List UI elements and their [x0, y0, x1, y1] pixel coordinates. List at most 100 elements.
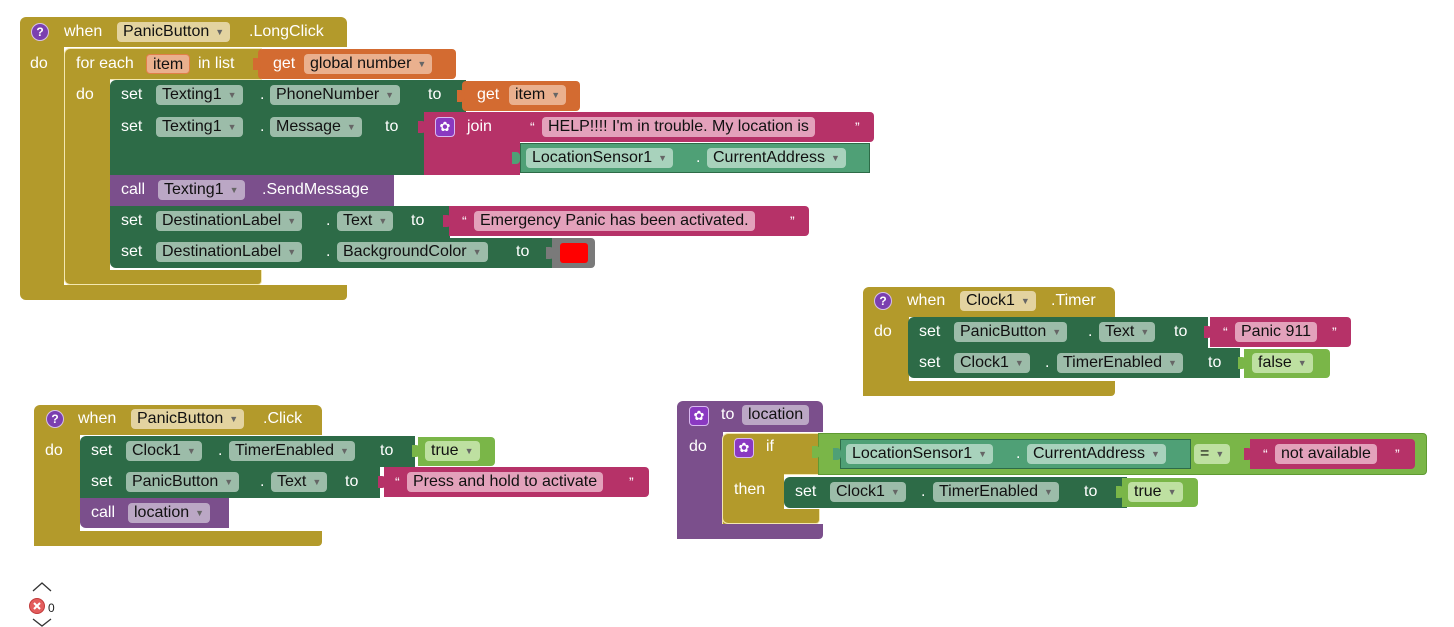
dropdown-arrow-icon: ▼ — [186, 446, 196, 456]
text-notch — [378, 476, 386, 488]
set-label: set — [121, 243, 143, 260]
property-dropdown[interactable]: Text▼ — [337, 211, 394, 231]
event-body-left — [20, 46, 64, 292]
get-global-notch — [253, 58, 261, 70]
if-footer — [722, 509, 820, 524]
text-content: Press and hold to activate — [413, 473, 598, 490]
dropdown-arrow-icon: ▼ — [340, 446, 349, 456]
property-name: TimerEnabled — [1063, 354, 1163, 371]
component-dropdown[interactable]: Clock1▼ — [960, 291, 1036, 311]
event-name: .Timer — [1051, 292, 1096, 309]
component-dropdown[interactable]: DestinationLabel▼ — [156, 242, 303, 262]
chevron-down-icon[interactable] — [31, 618, 53, 627]
component-dropdown[interactable]: LocationSensor1▼ — [526, 148, 674, 168]
color-swatch[interactable] — [560, 243, 588, 263]
dropdown-arrow-icon: ▼ — [1014, 358, 1024, 368]
open-quote: “ — [1223, 324, 1228, 340]
component-dropdown[interactable]: Clock1▼ — [126, 441, 202, 461]
help-icon[interactable]: ? — [46, 410, 64, 428]
gear-icon[interactable]: ✿ — [734, 438, 754, 458]
text-value[interactable]: not available — [1275, 444, 1377, 464]
close-quote: ” — [1395, 446, 1400, 462]
boolean-dropdown[interactable]: false▼ — [1252, 353, 1313, 373]
component-dropdown[interactable]: LocationSensor1▼ — [846, 444, 994, 464]
component-dropdown[interactable]: Clock1 ▼ — [954, 353, 1030, 373]
loop-variable-name: item — [153, 56, 184, 73]
loop-variable[interactable]: item — [146, 54, 191, 74]
global-var-dropdown[interactable]: global number▼ — [304, 54, 433, 74]
set-label: set — [91, 473, 113, 490]
boolean-dropdown[interactable]: true▼ — [1128, 482, 1183, 502]
dropdown-arrow-icon: ▼ — [417, 59, 427, 69]
item-dropdown[interactable]: item▼ — [509, 85, 567, 105]
component-dropdown[interactable]: Texting1▼ — [156, 117, 243, 137]
close-quote: ” — [855, 119, 860, 135]
component-dropdown[interactable]: DestinationLabel▼ — [156, 211, 303, 231]
procedure-name-field[interactable]: location — [742, 405, 810, 425]
boolean-value: true — [431, 442, 459, 459]
dropdown-arrow-icon: ▼ — [1215, 449, 1225, 459]
dot-label: . — [1045, 354, 1050, 371]
component-dropdown[interactable]: PanicButton▼ — [126, 472, 240, 492]
component-dropdown[interactable]: Texting1▼ — [156, 85, 243, 105]
property-dropdown[interactable]: CurrentAddress▼ — [1027, 444, 1166, 464]
text-value[interactable]: Emergency Panic has been activated. — [474, 211, 755, 231]
property-dropdown[interactable]: TimerEnabled▼ — [1057, 353, 1183, 373]
boolean-value: true — [1134, 483, 1162, 500]
text-content: Emergency Panic has been activated. — [480, 212, 749, 229]
text-value[interactable]: HELP!!!! I'm in trouble. My location is — [542, 117, 815, 137]
gear-icon[interactable]: ✿ — [689, 406, 709, 426]
property-dropdown[interactable]: PhoneNumber▼ — [270, 85, 401, 105]
component-name: DestinationLabel — [162, 212, 282, 229]
property-name: Text — [277, 473, 307, 490]
to-label: to — [411, 212, 425, 229]
dropdown-arrow-icon: ▼ — [978, 449, 988, 459]
property-name: BackgroundColor — [343, 243, 467, 260]
property-dropdown[interactable]: CurrentAddress▼ — [707, 148, 846, 168]
component-name: LocationSensor1 — [532, 149, 653, 166]
text-notch — [1204, 326, 1212, 338]
property-dropdown[interactable]: Text▼ — [271, 472, 328, 492]
component-name: Clock1 — [960, 354, 1009, 371]
property-dropdown[interactable]: Message▼ — [270, 117, 362, 137]
boolean-notch — [1116, 486, 1124, 498]
property-dropdown[interactable]: TimerEnabled▼ — [229, 441, 355, 461]
procedure-name: location — [748, 406, 804, 423]
property-name: TimerEnabled — [939, 483, 1039, 500]
close-quote: ” — [1332, 324, 1337, 340]
gear-icon[interactable]: ✿ — [435, 117, 455, 137]
component-dropdown[interactable]: PanicButton▼ — [954, 322, 1068, 342]
property-name: Text — [343, 212, 373, 229]
operator-dropdown[interactable]: =▼ — [1194, 444, 1231, 464]
component-dropdown[interactable]: PanicButton▼ — [131, 409, 245, 429]
dropdown-arrow-icon: ▼ — [464, 446, 474, 456]
error-count: 0 — [48, 601, 55, 615]
item-name: item — [515, 86, 546, 103]
help-icon[interactable]: ? — [31, 23, 49, 41]
component-dropdown[interactable]: PanicButton▼ — [117, 22, 231, 42]
boolean-dropdown[interactable]: true ▼ — [425, 441, 480, 461]
help-icon[interactable]: ? — [874, 292, 892, 310]
set-label: set — [919, 354, 941, 371]
if-label: if — [766, 438, 774, 455]
call-label: call — [121, 181, 146, 198]
event-footer — [863, 381, 1115, 396]
chevron-up-icon[interactable] — [31, 581, 53, 593]
property-dropdown[interactable]: BackgroundColor▼ — [337, 242, 488, 262]
procedure-dropdown[interactable]: location▼ — [128, 503, 211, 523]
component-dropdown[interactable]: Texting1▼ — [158, 180, 245, 200]
procedure-footer — [677, 524, 823, 539]
text-notch — [443, 215, 451, 227]
component-dropdown[interactable]: Clock1▼ — [830, 482, 906, 502]
property-dropdown[interactable]: Text▼ — [1099, 322, 1156, 342]
error-icon — [29, 598, 45, 614]
property-dropdown[interactable]: TimerEnabled▼ — [933, 482, 1059, 502]
dropdown-arrow-icon: ▼ — [1052, 327, 1062, 337]
to-label: to — [385, 118, 399, 135]
event-body-left — [34, 434, 80, 546]
call-sendmessage-block[interactable] — [110, 175, 394, 206]
text-value[interactable]: Panic 911 — [1235, 322, 1317, 342]
text-value[interactable]: Press and hold to activate — [407, 472, 604, 492]
open-quote: “ — [395, 474, 400, 490]
dropdown-arrow-icon: ▼ — [1020, 296, 1030, 306]
